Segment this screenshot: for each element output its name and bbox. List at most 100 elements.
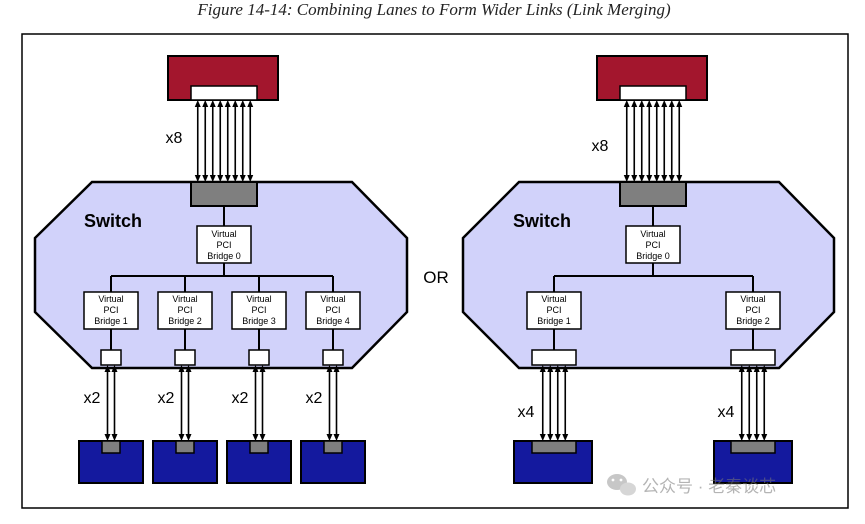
left-upstream-port xyxy=(190,181,258,207)
left-endpoint-3-port xyxy=(249,440,269,454)
left-switch-label: Switch xyxy=(84,211,142,231)
right-downstream-port-1 xyxy=(531,349,577,366)
right-bridge-1-line-3: Bridge 1 xyxy=(537,316,571,326)
right-bridge-0-line-2: PCI xyxy=(645,240,660,250)
right-bridge-1-line-2: PCI xyxy=(546,305,561,315)
right-upstream-lane xyxy=(638,100,645,182)
left-upstream-lane xyxy=(217,100,224,182)
wechat-icon xyxy=(607,474,636,496)
left-downstream-width-label-4: x2 xyxy=(306,390,323,407)
left-downstream-width-label-3: x2 xyxy=(232,390,249,407)
left-downstream-port-3 xyxy=(248,349,270,366)
left-bridge-2: Virtual PCI Bridge 2 xyxy=(157,276,213,366)
left-upstream-lane xyxy=(232,100,239,182)
right-bridge-0-line-3: Bridge 0 xyxy=(636,251,670,261)
left-downstream-port-4 xyxy=(322,349,344,366)
left-bridge-4: Virtual PCI Bridge 4 xyxy=(305,276,361,366)
figure-frame xyxy=(21,33,849,509)
left-downstream-lane xyxy=(326,365,333,441)
left-bridge-1-line-3: Bridge 1 xyxy=(94,316,128,326)
right-upstream-lane xyxy=(653,100,660,182)
left-upstream-lane xyxy=(209,100,216,182)
right-bridge-2-line-2: PCI xyxy=(745,305,760,315)
left-bridge-0-line-1: Virtual xyxy=(211,229,236,239)
figure-caption: Figure 14-14: Combining Lanes to Form Wi… xyxy=(196,0,671,19)
left-downstream-width-label-2: x2 xyxy=(158,390,175,407)
left-diagram: x8 Switch Virtual PCI Bridge 0 Virtual P… xyxy=(33,55,409,484)
watermark-text: 公众号 · 老秦谈芯 xyxy=(642,477,776,496)
right-upstream-lane xyxy=(623,100,630,182)
left-bridge-3-line-1: Virtual xyxy=(246,294,271,304)
left-bridge-4-line-3: Bridge 4 xyxy=(316,316,350,326)
left-upstream-lane xyxy=(224,100,231,182)
left-bridge-0-line-2: PCI xyxy=(216,240,231,250)
right-upstream-lane xyxy=(676,100,683,182)
left-bridge-4-line-1: Virtual xyxy=(320,294,345,304)
left-bridge-1-line-1: Virtual xyxy=(98,294,123,304)
right-upstream-lane xyxy=(668,100,675,182)
right-diagram: x8 Switch Virtual PCI Bridge 0 Virtual P… xyxy=(461,55,836,484)
left-endpoint-2-port xyxy=(175,440,195,454)
right-root-port xyxy=(619,85,687,101)
right-downstream-lane xyxy=(738,365,745,441)
right-downstream-lane xyxy=(554,365,561,441)
left-bridge-1-line-2: PCI xyxy=(103,305,118,315)
right-bridge-1-line-1: Virtual xyxy=(541,294,566,304)
right-switch-label: Switch xyxy=(513,211,571,231)
left-downstream-lane xyxy=(104,365,111,441)
left-downstream-lane xyxy=(252,365,259,441)
left-bridge-2-line-2: PCI xyxy=(177,305,192,315)
left-bridge-4-line-2: PCI xyxy=(325,305,340,315)
right-bridge-2: Virtual PCI Bridge 2 xyxy=(725,276,781,366)
left-upstream-lane xyxy=(247,100,254,182)
left-bridge-3-line-2: PCI xyxy=(251,305,266,315)
or-label: OR xyxy=(423,268,449,287)
left-downstream-lane xyxy=(111,365,118,441)
right-upstream-lane xyxy=(631,100,638,182)
left-bridge-2-line-3: Bridge 2 xyxy=(168,316,202,326)
right-downstream-port-2 xyxy=(730,349,776,366)
right-downstream-width-label-1: x4 xyxy=(518,404,535,421)
left-bridge-3: Virtual PCI Bridge 3 xyxy=(231,276,287,366)
right-downstream-lane xyxy=(761,365,768,441)
right-downstream-lane xyxy=(547,365,554,441)
left-upstream-lane xyxy=(194,100,201,182)
right-upstream-link xyxy=(623,100,683,182)
left-bridge-2-line-1: Virtual xyxy=(172,294,197,304)
right-bridge-2-line-1: Virtual xyxy=(740,294,765,304)
left-upstream-width-label: x8 xyxy=(166,130,183,147)
right-upstream-lane xyxy=(646,100,653,182)
watermark: 公众号 · 老秦谈芯 xyxy=(607,474,776,496)
right-endpoint-2-port xyxy=(730,440,776,454)
left-endpoint-4-port xyxy=(323,440,343,454)
left-upstream-link xyxy=(194,100,254,182)
right-bridge-0 xyxy=(625,225,681,264)
left-downstream-links xyxy=(104,365,340,441)
right-bridge-2-line-3: Bridge 2 xyxy=(736,316,770,326)
right-downstream-lane xyxy=(539,365,546,441)
left-downstream-lane xyxy=(259,365,266,441)
left-downstream-lane xyxy=(333,365,340,441)
right-bridge-2-box xyxy=(725,291,781,330)
right-upstream-lane xyxy=(661,100,668,182)
right-endpoint-1-port xyxy=(531,440,577,454)
left-bridge-4-box xyxy=(305,291,361,330)
left-downstream-port-1 xyxy=(100,349,122,366)
left-downstream-width-label-1: x2 xyxy=(84,390,101,407)
left-bridge-2-box xyxy=(157,291,213,330)
left-downstream-port-2 xyxy=(174,349,196,366)
left-bridge-3-line-3: Bridge 3 xyxy=(242,316,276,326)
left-upstream-lane xyxy=(202,100,209,182)
left-upstream-lane xyxy=(239,100,246,182)
right-bridge-1: Virtual PCI Bridge 1 xyxy=(526,276,582,366)
left-downstream-lane xyxy=(185,365,192,441)
right-upstream-width-label: x8 xyxy=(592,138,609,155)
right-downstream-links xyxy=(539,365,768,441)
right-downstream-width-label-2: x4 xyxy=(718,404,735,421)
right-bridge-0-line-1: Virtual xyxy=(640,229,665,239)
left-bridge-1: Virtual PCI Bridge 1 xyxy=(83,276,139,366)
right-downstream-lane xyxy=(562,365,569,441)
left-downstream-lane xyxy=(178,365,185,441)
left-bridge-1-box xyxy=(83,291,139,330)
